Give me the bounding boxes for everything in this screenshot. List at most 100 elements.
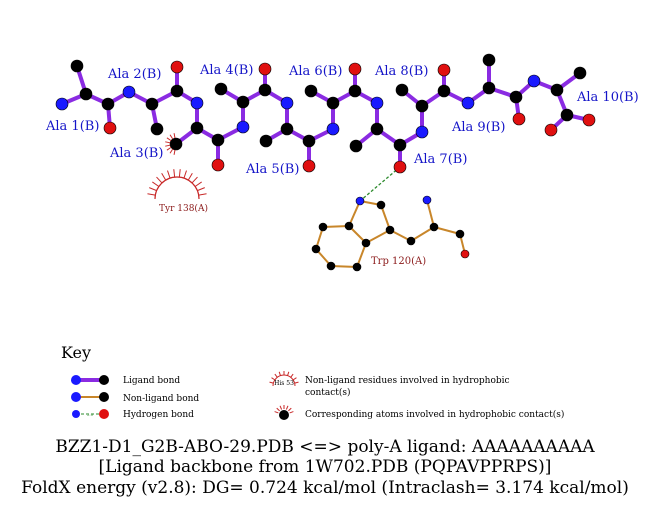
key-ligand-bond-sample	[71, 375, 109, 385]
atom-t_n2	[422, 195, 432, 205]
residue-label-ala4: Ala 4(B)	[199, 63, 253, 78]
key-hydrophobic-res-spoke-5	[287, 371, 290, 376]
atom-ca6	[326, 96, 340, 110]
key-hydrophobic-res-spoke-7	[292, 377, 297, 381]
atom-t_o	[460, 249, 470, 259]
atom-n9	[461, 96, 475, 110]
key-hydrophobic-atom-dot	[279, 410, 289, 420]
atom-o10b	[544, 123, 558, 137]
bonds-layer	[60, 58, 591, 268]
ala3-hydrophobic-spoke-2	[166, 146, 172, 151]
atom-t_n	[355, 196, 365, 206]
atom-c7	[393, 138, 407, 152]
residue-label-trp120: Trp 120(A)	[371, 256, 426, 267]
nonligand-bond-t_c4-t_n	[348, 200, 361, 227]
ala3-hydrophobic-spoke-7	[173, 133, 176, 139]
key-hydrophobic-atom-spoke-2	[279, 405, 283, 410]
atom-n4	[236, 120, 250, 134]
key-nonligand-bond-atom-left	[71, 392, 81, 402]
tyr138-spoke-8	[183, 170, 187, 179]
hydrophobic-arc-tyr138	[147, 169, 207, 200]
residue-label-ala6: Ala 6(B)	[288, 64, 342, 79]
ala3-hydrophobic-spoke-4	[165, 141, 171, 144]
atom-t_c5	[318, 222, 328, 232]
atom-o8	[437, 63, 451, 77]
key-hydrophobic-residues-label-1: Non-ligand residues involved in hydropho…	[305, 376, 510, 386]
atom-t_c2	[385, 225, 395, 235]
tyr138-spoke-0	[147, 193, 156, 196]
key-hydrophobic-res-spoke-3	[278, 371, 281, 376]
atom-n8	[415, 125, 429, 139]
hydrogen-bond-ala7-trp120	[359, 166, 401, 202]
key-hbond-distance: 3.0	[87, 412, 94, 417]
atom-t_c1	[376, 200, 386, 210]
ala3-hydrophobic-spoke-5	[166, 137, 172, 142]
atom-ca2	[145, 97, 159, 111]
key-hbond-atom-right	[99, 409, 109, 419]
nonligand-bond-t_c1-t_c2	[380, 204, 391, 231]
ala3-hydrophobic-spoke-6	[169, 134, 174, 140]
tyr138-spoke-9	[187, 172, 193, 181]
key-hydrophobic-arc	[272, 374, 296, 387]
nonligand-bond-t_c2-t_c3	[365, 229, 391, 244]
nonligand-bond-t_cb-t_ca	[410, 226, 435, 242]
atom-t_c6	[311, 244, 321, 254]
atom-n6	[326, 122, 340, 136]
key-hydrogen-bond-sample: 3.0	[72, 409, 109, 419]
atom-cb7	[349, 139, 363, 153]
atom-c2	[170, 84, 184, 98]
atom-c9	[509, 90, 523, 104]
key-hydrophobic-res-spoke-8	[294, 381, 299, 384]
atom-cb10	[573, 66, 587, 80]
key-hydrophobic-residues-label-2: contact(s)	[305, 387, 351, 398]
tyr138-spoke-2	[152, 181, 160, 187]
key-hydrophobic-res-spoke-2	[274, 373, 278, 378]
atom-cb2	[150, 122, 164, 136]
atom-o7	[393, 160, 407, 174]
atom-cb1	[70, 59, 84, 73]
key-title: Key	[61, 343, 91, 362]
residue-label-ala3: Ala 3(B)	[109, 146, 163, 161]
atom-ca7	[370, 122, 384, 136]
atom-cb6	[304, 84, 318, 98]
residue-label-ala5: Ala 5(B)	[245, 162, 299, 177]
key-hydrophobic-res-spoke-6	[290, 373, 294, 378]
tyr138-spoke-13	[198, 193, 207, 196]
residue-label-ala8: Ala 8(B)	[374, 64, 428, 79]
nonligand-bond-t_ca-t_n2	[426, 199, 435, 228]
atom-c8	[437, 84, 451, 98]
atom-ca1	[79, 87, 93, 101]
atom-n2	[122, 85, 136, 99]
atom-t_c	[455, 229, 465, 239]
atom-cb8	[395, 83, 409, 97]
atom-o9	[512, 112, 526, 126]
atom-ca3	[190, 121, 204, 135]
atom-ca5	[280, 122, 294, 136]
tyr138-spoke-7	[178, 169, 181, 178]
atom-n1	[55, 97, 69, 111]
key-hydrophobic-res-spoke-1	[271, 377, 276, 381]
nonligand-bond-t_ca-t_c	[433, 226, 461, 235]
atom-o3	[211, 158, 225, 172]
atom-ca8	[415, 99, 429, 113]
atom-t_c4	[344, 221, 354, 231]
atom-t_c7	[326, 261, 336, 271]
hydrophobic-label-tyr138: Tyr 138(A)	[159, 203, 208, 214]
atom-n7	[370, 96, 384, 110]
atom-o2	[170, 60, 184, 74]
tyr138-spoke-4	[161, 172, 167, 181]
atom-n10	[527, 74, 541, 88]
atom-n5	[280, 96, 294, 110]
key-ligand-bond-atom-right	[99, 375, 109, 385]
tyr138-spoke-5	[167, 170, 171, 179]
key-nonligand-bond-label: Non-ligand bond	[123, 394, 199, 404]
atom-cb9	[482, 53, 496, 67]
key-hydrophobic-res-spoke-0	[269, 381, 274, 384]
key-hydrophobic-atom-spoke-4	[285, 405, 289, 410]
atom-c3	[211, 133, 225, 147]
atom-t_c3	[361, 238, 371, 248]
atom-n3	[190, 96, 204, 110]
key-nonligand-bond-sample	[71, 392, 109, 402]
